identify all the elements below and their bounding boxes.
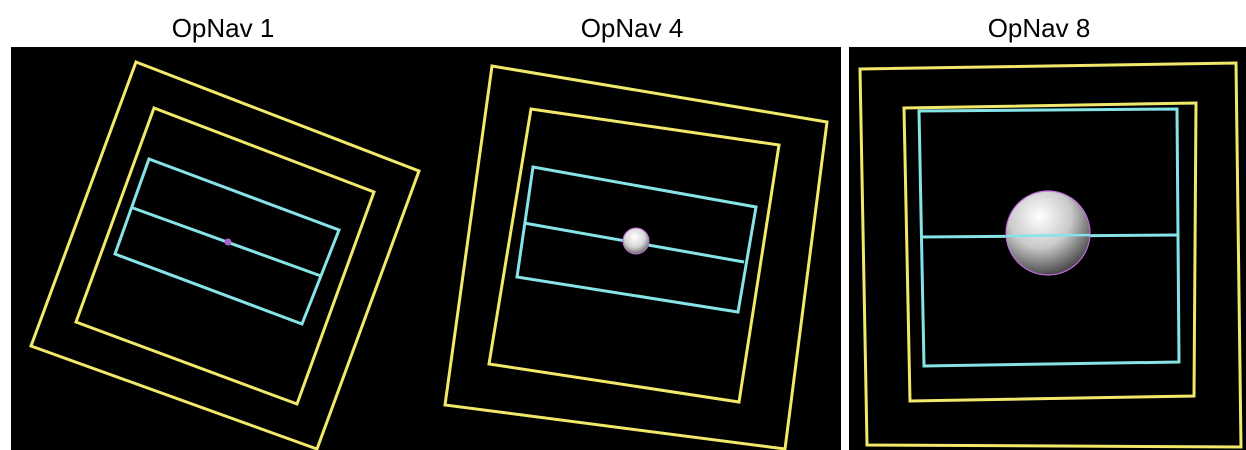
inner-frame (487, 107, 781, 404)
target-body (224, 238, 232, 246)
outer-frame (29, 60, 421, 450)
opnav-8-scene (858, 61, 1243, 449)
panel-title-opnav-8: OpNav 8 (987, 13, 1091, 43)
outer-frame (443, 64, 829, 450)
target-body (1005, 190, 1091, 276)
sensor-frame (515, 165, 758, 314)
opnav-1-image (11, 47, 438, 450)
opnav-4-scene (443, 64, 829, 450)
target-body (622, 227, 650, 255)
inner-frame (902, 101, 1198, 403)
panel-title-opnav-4: OpNav 4 (580, 13, 684, 43)
panel-title-opnav-1: OpNav 1 (171, 13, 275, 43)
opnav-4-image (438, 47, 841, 450)
inner-frame (74, 106, 376, 406)
opnav-1-scene (29, 60, 421, 450)
sensor-midline-over-body (1005, 233, 1091, 238)
sensor-frame (917, 107, 1181, 368)
opnav-8-image (849, 47, 1246, 450)
sensor-frame (113, 157, 341, 326)
outer-frame (858, 61, 1243, 449)
